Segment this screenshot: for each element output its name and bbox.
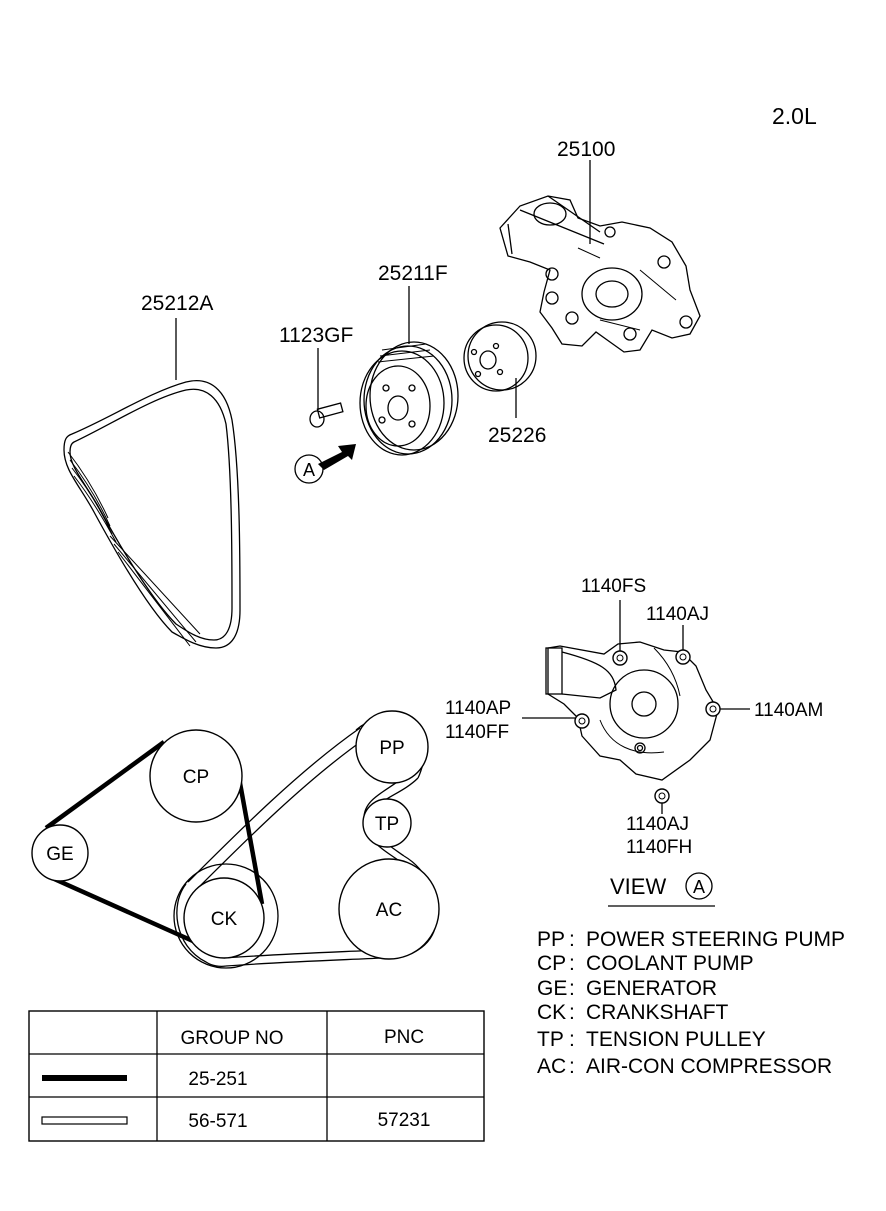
legend-abbr-ge: GE: [537, 977, 567, 1000]
view-title-marker-circle: [685, 872, 713, 900]
bolt-label-1140FF: 1140FF: [445, 722, 509, 743]
bolt-illustration: [309, 402, 344, 428]
table-row-2-pnc: 57231: [378, 1110, 431, 1131]
pulley-legend: PP : POWER STEERING PUMP CP : COOLANT PU…: [537, 928, 845, 1078]
pulley-cp: [149, 729, 243, 823]
legend-desc-ge: GENERATOR: [586, 977, 717, 1000]
engine-label: 2.0L: [772, 103, 817, 129]
legend-abbr-ck: CK: [537, 1001, 566, 1024]
table-header-group: GROUP NO: [180, 1028, 283, 1049]
bolt-label-1140AP: 1140AP: [445, 698, 511, 719]
belt-routing-diagram: [44, 714, 438, 968]
view-marker-circle: [294, 454, 324, 484]
legend-sep-tp: :: [569, 1028, 575, 1051]
pulley-pp: [355, 710, 429, 784]
table-row-1-group: 25-251: [188, 1069, 247, 1090]
table-row-2-group: 56-571: [188, 1111, 247, 1132]
part-label-25226: 25226: [488, 424, 546, 447]
view-arrow-icon: [318, 444, 356, 470]
legend-abbr-pp: PP: [537, 928, 565, 951]
bolt-label-1140AM: 1140AM: [754, 700, 823, 721]
part-label-25211F: 25211F: [378, 262, 448, 285]
legend-abbr-tp: TP: [537, 1028, 564, 1051]
legend-sep-ge: :: [569, 977, 575, 1000]
spacer-illustration: [463, 321, 537, 392]
table-row-thin-line-sample: [41, 1116, 128, 1125]
pulley-ac: [338, 858, 440, 960]
legend-desc-ck: CRANKSHAFT: [586, 1001, 729, 1024]
part-label-25212A: 25212A: [141, 292, 213, 315]
pulley-tp: [362, 798, 412, 848]
bolt-label-1140FS: 1140FS: [581, 576, 646, 597]
legend-desc-ac: AIR-CON COMPRESSOR: [586, 1055, 832, 1078]
water-pump-illustration: [499, 195, 701, 353]
view-title: VIEW: [610, 874, 666, 899]
legend-desc-tp: TENSION PULLEY: [586, 1028, 766, 1051]
pulley-illustration: [359, 341, 459, 456]
part-label-25100: 25100: [557, 138, 615, 161]
legend-sep-cp: :: [569, 952, 575, 975]
pulley-label-pp: PP: [379, 738, 404, 759]
legend-sep-ck: :: [569, 1001, 575, 1024]
part-label-1123GF: 1123GF: [279, 324, 353, 347]
view-title-marker: A: [693, 877, 705, 897]
bolt-label-1140FH: 1140FH: [626, 837, 692, 858]
legend-desc-pp: POWER STEERING PUMP: [586, 928, 845, 951]
belt-illustration: [63, 380, 241, 649]
legend-abbr-cp: CP: [537, 952, 566, 975]
legend-abbr-ac: AC: [537, 1055, 566, 1078]
legend-sep-pp: :: [569, 928, 575, 951]
pulley-label-ge: GE: [46, 844, 73, 865]
belt-table: GROUP NO PNC 25-251 56-571 57231: [28, 1010, 485, 1142]
pulley-ge: [31, 824, 89, 882]
pulley-label-ac: AC: [376, 900, 402, 921]
view-marker-label: A: [303, 460, 315, 480]
pulley-ck-outer: [173, 863, 279, 969]
view-a-pump-illustration: [545, 641, 721, 804]
legend-sep-ac: :: [569, 1055, 575, 1078]
pulley-label-cp: CP: [183, 767, 209, 788]
pulley-label-ck: CK: [211, 909, 238, 930]
legend-desc-cp: COOLANT PUMP: [586, 952, 754, 975]
bolt-label-1140AJ-bottom: 1140AJ: [626, 814, 689, 835]
table-header-pnc: PNC: [384, 1027, 424, 1048]
pulley-label-tp: TP: [375, 814, 399, 835]
pulley-ck: [183, 877, 265, 959]
bolt-label-1140AJ-top: 1140AJ: [646, 604, 709, 625]
